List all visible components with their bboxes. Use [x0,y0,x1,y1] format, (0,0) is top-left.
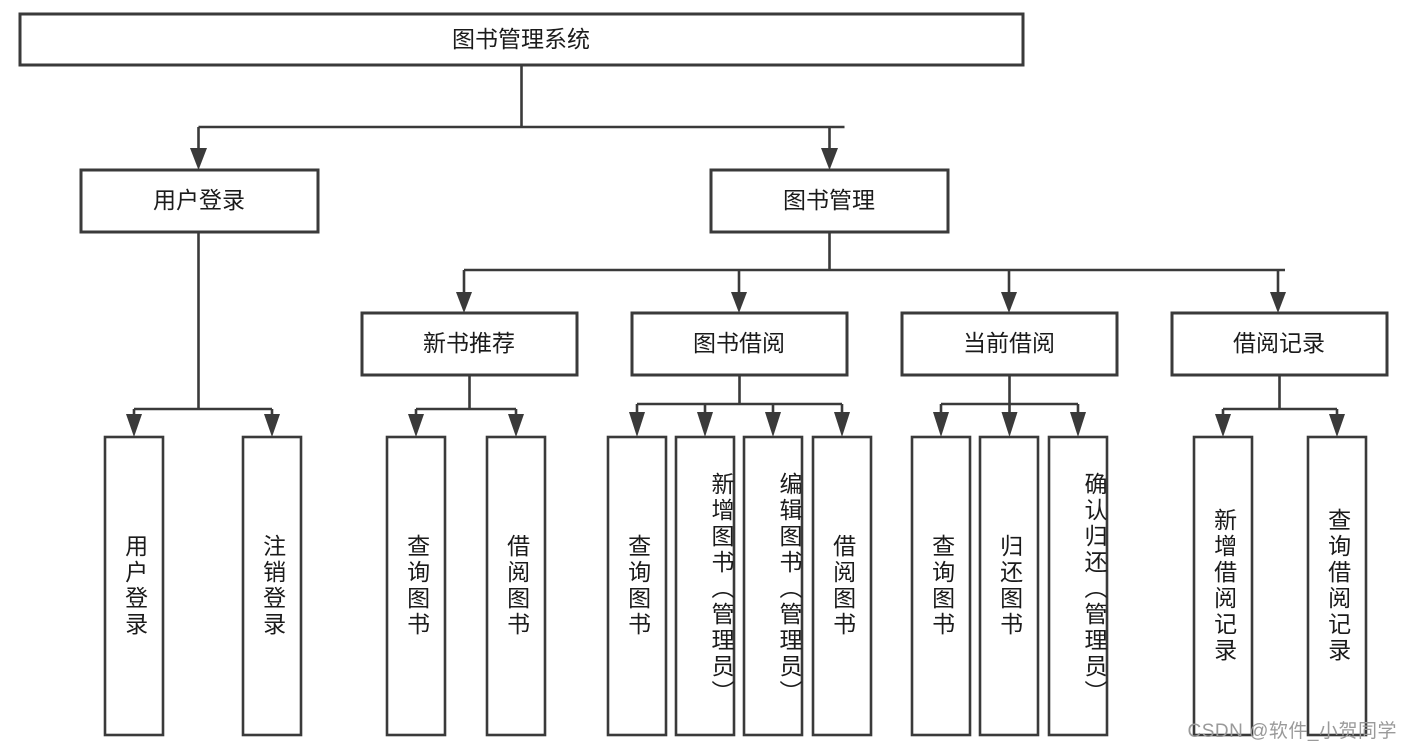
leaf-box-add-book[interactable] [674,435,736,737]
arrowhead-currentborrow [1001,292,1017,313]
arrowhead-newbook [456,292,472,313]
arrowhead-userlogin [190,148,207,170]
arrowhead-bookmgmt [821,148,838,170]
leaf-box-query-book-2[interactable] [606,435,668,737]
node-new-book-recommend-label: 新书推荐 [423,330,515,356]
node-book-borrow-label: 图书借阅 [693,330,785,356]
node-current-borrow-label: 当前借阅 [963,330,1055,356]
arrowhead-leaf-borrow-book-2 [834,412,850,437]
arrowhead-leaf-user-login [126,414,142,437]
leaf-box-query-record[interactable] [1306,435,1368,737]
leaf-box-add-record[interactable] [1192,435,1254,737]
watermark-text: CSDN @软件_小贺同学 [1187,721,1397,742]
connector-group-currentborrow-leaves [933,375,1086,437]
arrowhead-leaf-query-book-1 [408,414,424,437]
leaf-box-borrow-book-1[interactable] [485,435,547,737]
arrowhead-leaf-edit-book [765,412,781,437]
connector-group-borrowrecord-leaves [1215,375,1345,437]
connector-group-newbook-leaves [408,375,524,437]
leaf-box-query-book-3[interactable] [910,435,972,737]
arrowhead-leaf-query-book-2 [629,412,645,437]
node-user-login-label: 用户登录 [153,187,245,213]
node-book-management-label: 图书管理 [783,187,875,213]
leaf-box-logout[interactable] [241,435,303,737]
arrowhead-leaf-query-record [1329,414,1345,437]
node-root[interactable] [18,12,1025,67]
arrowhead-leaf-confirm-return [1070,412,1086,437]
connector-group-bookmgmt [456,232,1286,313]
node-borrow-record[interactable] [1170,311,1389,377]
arrowhead-leaf-add-record [1215,414,1231,437]
connector-group-root [190,65,845,170]
node-book-management[interactable] [709,168,950,234]
leaf-box-confirm-return[interactable] [1047,435,1109,737]
node-borrow-record-label: 借阅记录 [1233,330,1325,356]
leaf-box-return-book[interactable] [978,435,1040,737]
connector-group-bookborrow-leaves [629,375,850,437]
arrowhead-leaf-logout [264,414,280,437]
arrowhead-bookborrow [731,292,747,313]
node-new-book-recommend[interactable] [360,311,579,377]
arrowhead-borrowrecord [1270,292,1286,313]
leaf-box-query-book-1[interactable] [385,435,447,737]
arrowhead-leaf-return-book [1001,412,1018,437]
leaf-box-user-login[interactable] [103,435,165,737]
arrowhead-leaf-borrow-book-1 [508,414,524,437]
node-root-label: 图书管理系统 [452,26,590,52]
leaf-box-borrow-book-2[interactable] [811,435,873,737]
node-book-borrow[interactable] [630,311,849,377]
arrowhead-leaf-add-book [697,412,713,437]
node-user-login[interactable] [79,168,320,234]
connector-group-userlogin-leaves [126,232,280,437]
arrowhead-leaf-query-book-3 [933,412,949,437]
leaf-box-edit-book[interactable] [742,435,804,737]
node-current-borrow[interactable] [900,311,1119,377]
